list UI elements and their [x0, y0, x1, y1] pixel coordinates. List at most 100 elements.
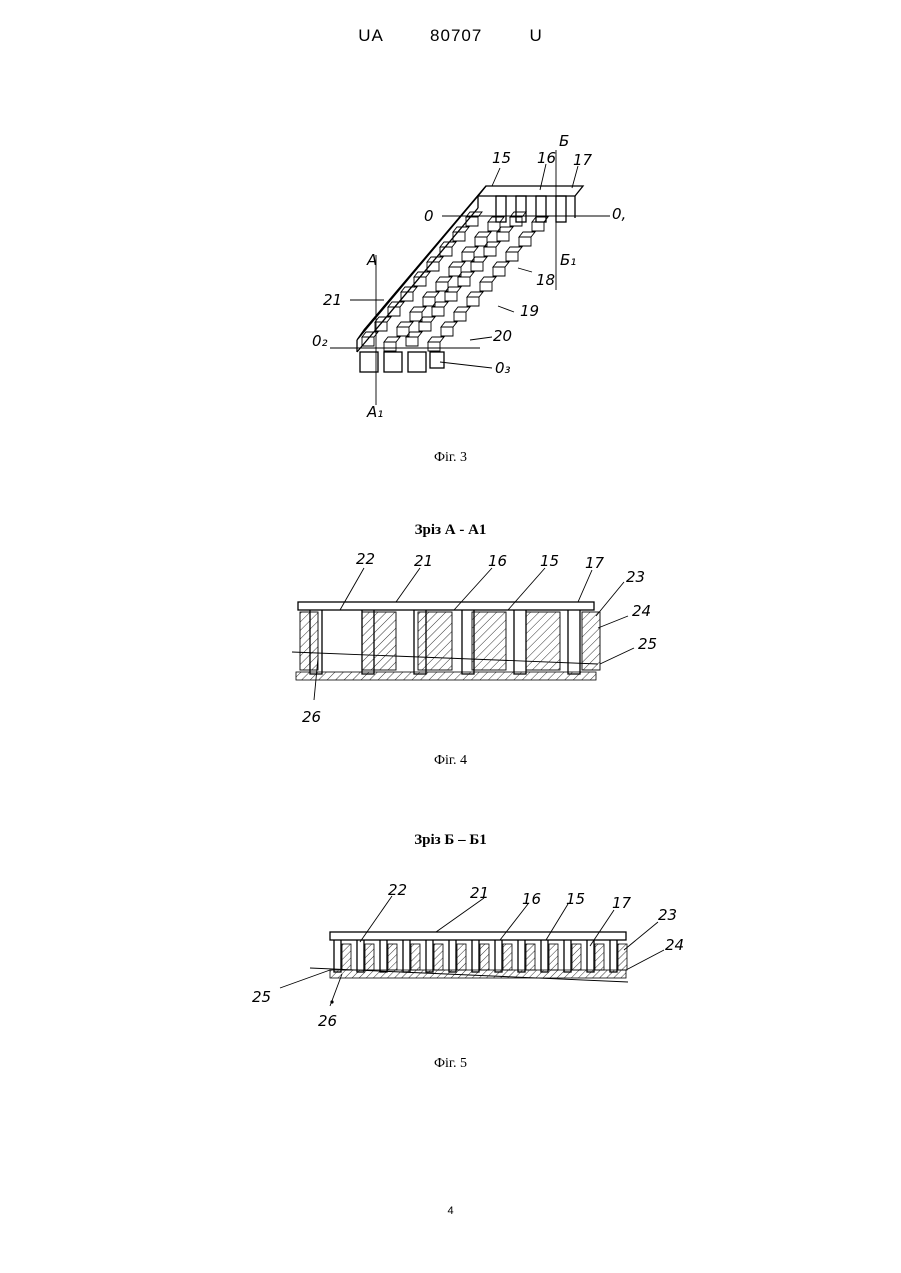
fig5-cell-row	[334, 940, 627, 972]
fig5-cell	[342, 944, 351, 970]
fig5-label-23: 23	[658, 906, 677, 924]
fig3-block	[497, 227, 513, 241]
fig5-channel	[541, 940, 548, 972]
fig4-label-25: 25	[638, 635, 657, 653]
fig4-channel	[568, 610, 580, 674]
fig3-block	[480, 277, 496, 291]
fig5-cell	[618, 944, 627, 970]
fig5-cell	[411, 944, 420, 970]
fig3-block	[406, 332, 422, 346]
figure-4-drawing: 22 21 16 15 17 23 24 25 26	[0, 540, 901, 740]
fig5-cell	[503, 944, 512, 970]
fig3-block	[484, 242, 500, 256]
fig5-cell	[549, 944, 558, 970]
fig3-block	[467, 292, 483, 306]
fig4-cell-row	[300, 610, 600, 674]
fig3-block	[428, 337, 444, 351]
fig5-channel	[472, 940, 479, 972]
fig4-label-26: 26	[302, 708, 321, 726]
fig3-block	[462, 247, 478, 261]
fig3-label-a: A	[366, 251, 377, 269]
fig4-label-22: 22	[356, 550, 375, 568]
fig4-cell	[362, 612, 396, 670]
fig3-top-plate	[478, 186, 583, 196]
fig4-label-16: 16	[488, 552, 507, 570]
fig4-cell	[472, 612, 506, 670]
fig5-channel	[449, 940, 456, 972]
fig5-cell	[572, 944, 581, 970]
figure-3-drawing: 15 16 Б 17 0 0, Б₁ 18 19 20 21 A A₁ 0₂ 0…	[0, 0, 901, 440]
fig3-block	[436, 277, 452, 291]
fig5-top-plate	[330, 932, 626, 940]
fig3-block	[423, 292, 439, 306]
fig3-label-o3: 0₃	[495, 359, 511, 377]
fig4-label-23: 23	[626, 568, 645, 586]
fig5-channel	[357, 940, 364, 972]
fig4-cell	[582, 612, 600, 670]
fig4-cell	[526, 612, 560, 670]
fig3-block	[419, 317, 435, 331]
fig5-label-22: 22	[388, 881, 407, 899]
fig3-label-15: 15	[492, 149, 511, 167]
fig3-block	[410, 307, 426, 321]
fig3-block	[493, 262, 509, 276]
fig3-label-o: 0	[424, 207, 434, 225]
figure-4-caption: Фіг. 4	[0, 753, 901, 769]
fig3-label-a1: A₁	[366, 403, 383, 421]
fig3-label-20: 20	[493, 327, 512, 345]
fig3-label-o1: 0,	[612, 205, 626, 223]
fig3-block	[454, 307, 470, 321]
fig5-cell	[457, 944, 466, 970]
fig3-block	[384, 337, 400, 351]
fig4-channel	[514, 610, 526, 674]
fig5-channel	[495, 940, 502, 972]
fig5-label-24: 24	[665, 936, 684, 954]
fig3-block	[510, 212, 526, 226]
fig3-label-21: 21	[323, 291, 342, 309]
fig5-label-25: 25	[252, 988, 271, 1006]
fig5-channel	[426, 940, 433, 972]
fig3-block	[519, 232, 535, 246]
fig4-label-24: 24	[632, 602, 651, 620]
fig3-block	[388, 302, 404, 316]
fig5-channel	[380, 940, 387, 972]
page-number: 4	[0, 1205, 901, 1217]
fig5-label-15: 15	[566, 890, 585, 908]
fig3-block	[401, 287, 417, 301]
fig3-block	[432, 302, 448, 316]
fig3-bottom-fins	[360, 352, 444, 372]
fig3-label-16: 16	[537, 149, 556, 167]
fig4-substrate	[296, 672, 596, 680]
fig5-channel	[564, 940, 571, 972]
figure-5-section-title: Зріз Б – Б1	[0, 832, 901, 849]
fig3-block	[441, 322, 457, 336]
fig5-label-26: 26	[318, 1012, 337, 1030]
fig4-cell	[418, 612, 452, 670]
fig3-label-b: Б	[559, 132, 569, 150]
fig3-block	[375, 317, 391, 331]
fig3-block	[471, 257, 487, 271]
fig3-label-19: 19	[520, 302, 539, 320]
fig5-cell	[595, 944, 604, 970]
fig4-label-15: 15	[540, 552, 559, 570]
figure-3-caption: Фіг. 3	[0, 450, 901, 466]
fig5-label-21: 21	[470, 884, 489, 902]
fig3-label-b1: Б₁	[560, 251, 576, 269]
fig3-block-grid	[362, 212, 548, 351]
fig4-label-21: 21	[414, 552, 433, 570]
fig3-block	[397, 322, 413, 336]
figure-4-section-title: Зріз А - А1	[0, 522, 901, 539]
fig3-block	[445, 287, 461, 301]
fig5-channel	[610, 940, 617, 972]
fig5-cell	[526, 944, 535, 970]
fig5-cell	[480, 944, 489, 970]
fig3-label-17: 17	[573, 151, 593, 169]
figure-5-drawing: 22 21 16 15 17 23 24 25 26	[0, 870, 901, 1050]
fig3-label-18: 18	[536, 271, 555, 289]
fig5-channel	[403, 940, 410, 972]
fig5-label-17: 17	[612, 894, 632, 912]
fig3-block	[449, 262, 465, 276]
fig3-block	[458, 272, 474, 286]
fig5-channel	[334, 940, 341, 972]
fig3-block	[475, 232, 491, 246]
